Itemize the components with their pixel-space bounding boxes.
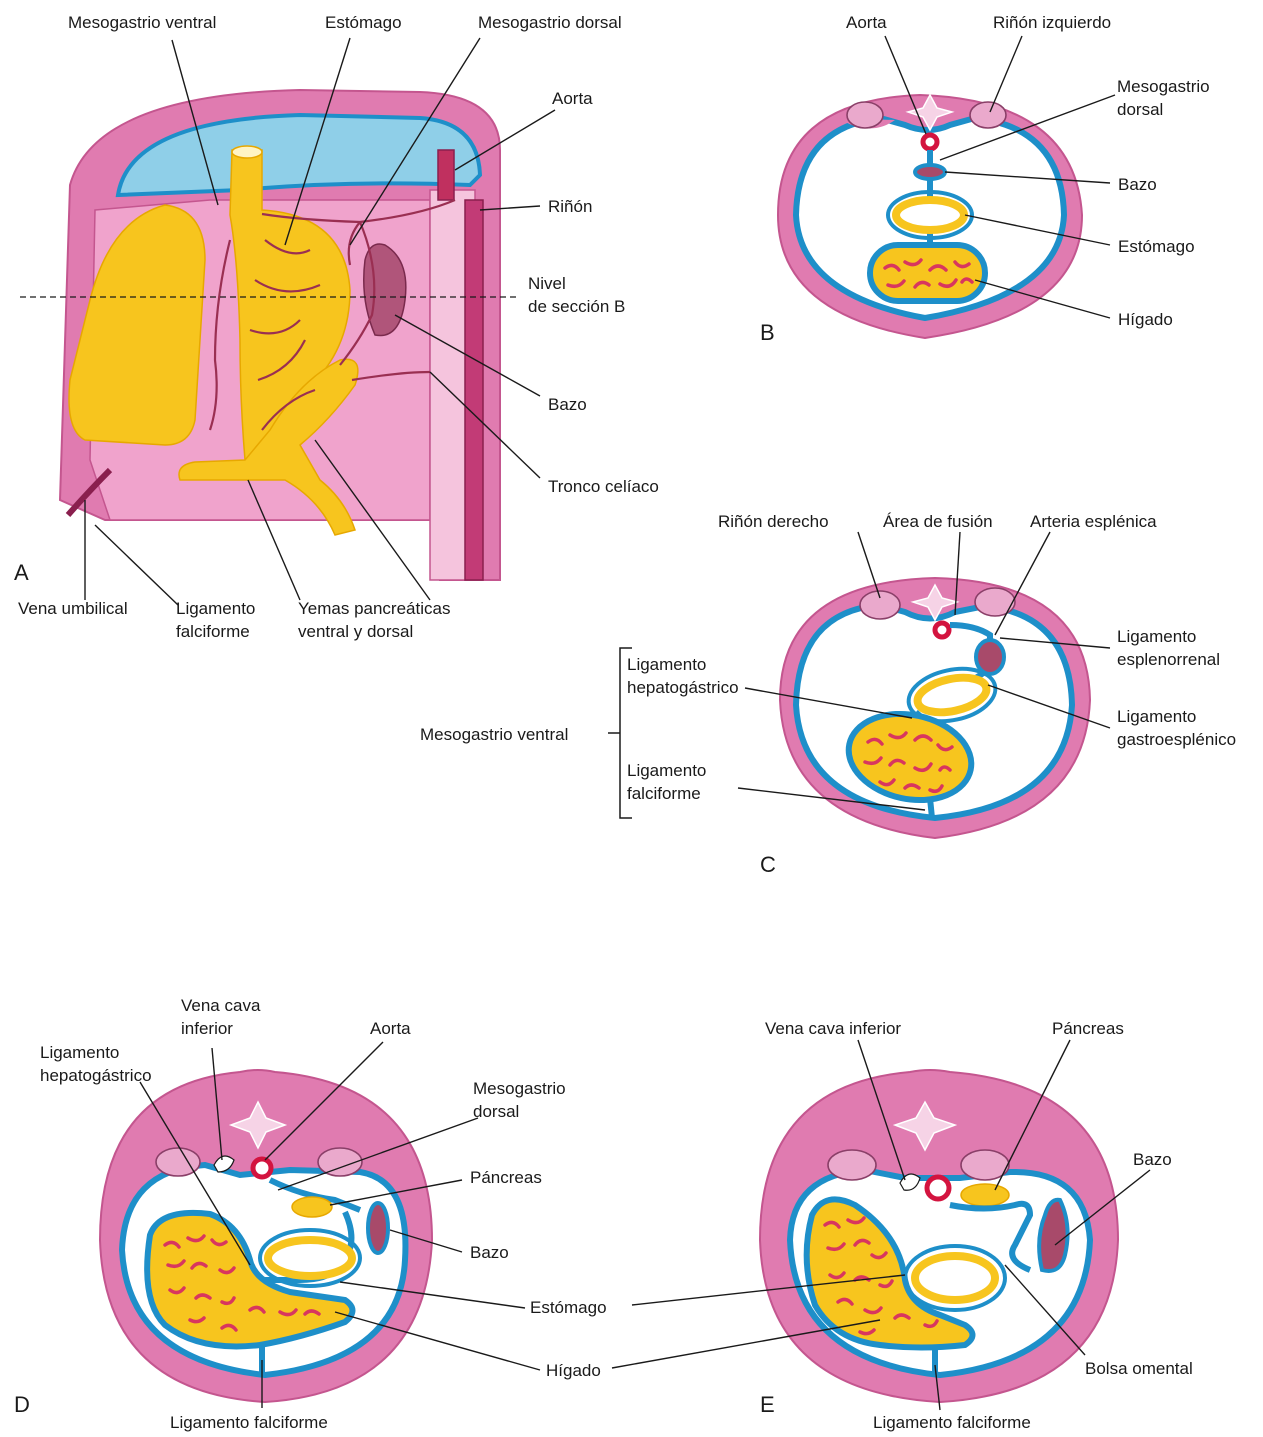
- label-c-lig-gastro-2: gastroesplénico: [1117, 730, 1236, 749]
- label-b-bazo: Bazo: [1118, 175, 1157, 194]
- label-d-lig-hep-2: hepatogástrico: [40, 1066, 152, 1085]
- panel-a: Mesogastrio ventral Estómago Mesogastrio…: [14, 13, 659, 641]
- panel-a-kidney: [465, 200, 483, 580]
- panel-letter-d: D: [14, 1392, 30, 1417]
- panel-d-spleen: [368, 1203, 388, 1253]
- panel-b-stomach: [896, 200, 964, 230]
- label-c-meso-ventral: Mesogastrio ventral: [420, 725, 568, 744]
- label-b-meso-dorsal-2: dorsal: [1117, 100, 1163, 119]
- panel-e: Vena cava inferior Páncreas Bazo Bolsa o…: [612, 1019, 1193, 1432]
- panel-e-aorta: [927, 1177, 949, 1199]
- label-b-meso-dorsal-1: Mesogastrio: [1117, 77, 1210, 96]
- panel-d-aorta: [253, 1159, 271, 1177]
- label-d-estomago: Estómago: [530, 1298, 607, 1317]
- label-e-pancreas: Páncreas: [1052, 1019, 1124, 1038]
- label-a-nivel-2: de sección B: [528, 297, 625, 316]
- panel-letter-c: C: [760, 852, 776, 877]
- label-a-rinon: Riñón: [548, 197, 592, 216]
- label-d-aorta: Aorta: [370, 1019, 411, 1038]
- label-c-lig-hep-2: hepatogástrico: [627, 678, 739, 697]
- panel-c-aorta: [935, 623, 949, 637]
- label-d-lig-hep-1: Ligamento: [40, 1043, 119, 1062]
- panel-e-pancreas: [961, 1184, 1009, 1206]
- panel-c-right-kidney: [860, 591, 900, 619]
- label-a-mesogastrio-ventral: Mesogastrio ventral: [68, 13, 216, 32]
- label-a-lig-falc-2: falciforme: [176, 622, 250, 641]
- label-c-area-fusion: Área de fusión: [883, 512, 993, 531]
- label-a-mesogastrio-dorsal: Mesogastrio dorsal: [478, 13, 622, 32]
- panel-b-aorta: [923, 135, 937, 149]
- label-a-vena-umbilical: Vena umbilical: [18, 599, 128, 618]
- label-c-rinon-der: Riñón derecho: [718, 512, 829, 531]
- label-a-tronco: Tronco celíaco: [548, 477, 659, 496]
- label-e-bolsa: Bolsa omental: [1085, 1359, 1193, 1378]
- label-d-meso-dorsal-1: Mesogastrio: [473, 1079, 566, 1098]
- panel-c: Riñón derecho Área de fusión Arteria esp…: [420, 512, 1236, 877]
- label-a-nivel-1: Nivel: [528, 274, 566, 293]
- label-e-vena-cava: Vena cava inferior: [765, 1019, 901, 1038]
- panel-c-left-kidney: [975, 588, 1015, 616]
- label-b-rinon-izq: Riñón izquierdo: [993, 13, 1111, 32]
- panel-c-spleen: [976, 640, 1004, 674]
- label-d-bazo: Bazo: [470, 1243, 509, 1262]
- panel-d-pancreas: [292, 1197, 332, 1217]
- panel-c-falciform: [930, 798, 932, 818]
- panel-letter-a: A: [14, 560, 29, 585]
- label-a-yemas-2: ventral y dorsal: [298, 622, 413, 641]
- label-d-vena-cava-2: inferior: [181, 1019, 233, 1038]
- label-c-lig-esp-1: Ligamento: [1117, 627, 1196, 646]
- panel-b-left-kidney: [970, 102, 1006, 128]
- label-c-lig-falc-2: falciforme: [627, 784, 701, 803]
- label-b-aorta: Aorta: [846, 13, 887, 32]
- label-d-lig-falc: Ligamento falciforme: [170, 1413, 328, 1432]
- label-c-lig-gastro-1: Ligamento: [1117, 707, 1196, 726]
- panel-e-right-kidney: [828, 1150, 876, 1180]
- label-d-pancreas: Páncreas: [470, 1168, 542, 1187]
- panel-e-stomach: [915, 1256, 995, 1300]
- label-a-yemas-1: Yemas pancreáticas: [298, 599, 450, 618]
- panel-b-spleen: [915, 165, 945, 179]
- label-e-bazo: Bazo: [1133, 1150, 1172, 1169]
- label-c-lig-esp-2: esplenorrenal: [1117, 650, 1220, 669]
- panel-a-esophagus-top: [232, 146, 262, 158]
- panel-b-liver: [870, 245, 985, 301]
- label-a-bazo: Bazo: [548, 395, 587, 414]
- label-b-higado: Hígado: [1118, 310, 1173, 329]
- label-c-lig-falc-1: Ligamento: [627, 761, 706, 780]
- panel-d-stomach: [268, 1240, 352, 1276]
- label-c-arteria-esp: Arteria esplénica: [1030, 512, 1157, 531]
- label-b-estomago: Estómago: [1118, 237, 1195, 256]
- label-a-aorta: Aorta: [552, 89, 593, 108]
- panel-letter-b: B: [760, 320, 775, 345]
- panel-b: Aorta Riñón izquierdo Mesogastrio dorsal…: [760, 13, 1210, 345]
- panel-d: Ligamento hepatogástrico Vena cava infer…: [14, 996, 607, 1432]
- label-a-lig-falc-1: Ligamento: [176, 599, 255, 618]
- label-d-higado: Hígado: [546, 1361, 601, 1380]
- label-e-lig-falc: Ligamento falciforme: [873, 1413, 1031, 1432]
- panel-b-right-kidney: [847, 102, 883, 128]
- panel-a-aorta: [438, 150, 454, 200]
- label-c-lig-hep-1: Ligamento: [627, 655, 706, 674]
- label-d-meso-dorsal-2: dorsal: [473, 1102, 519, 1121]
- label-a-estomago: Estómago: [325, 13, 402, 32]
- label-d-vena-cava-1: Vena cava: [181, 996, 261, 1015]
- panel-letter-e: E: [760, 1392, 775, 1417]
